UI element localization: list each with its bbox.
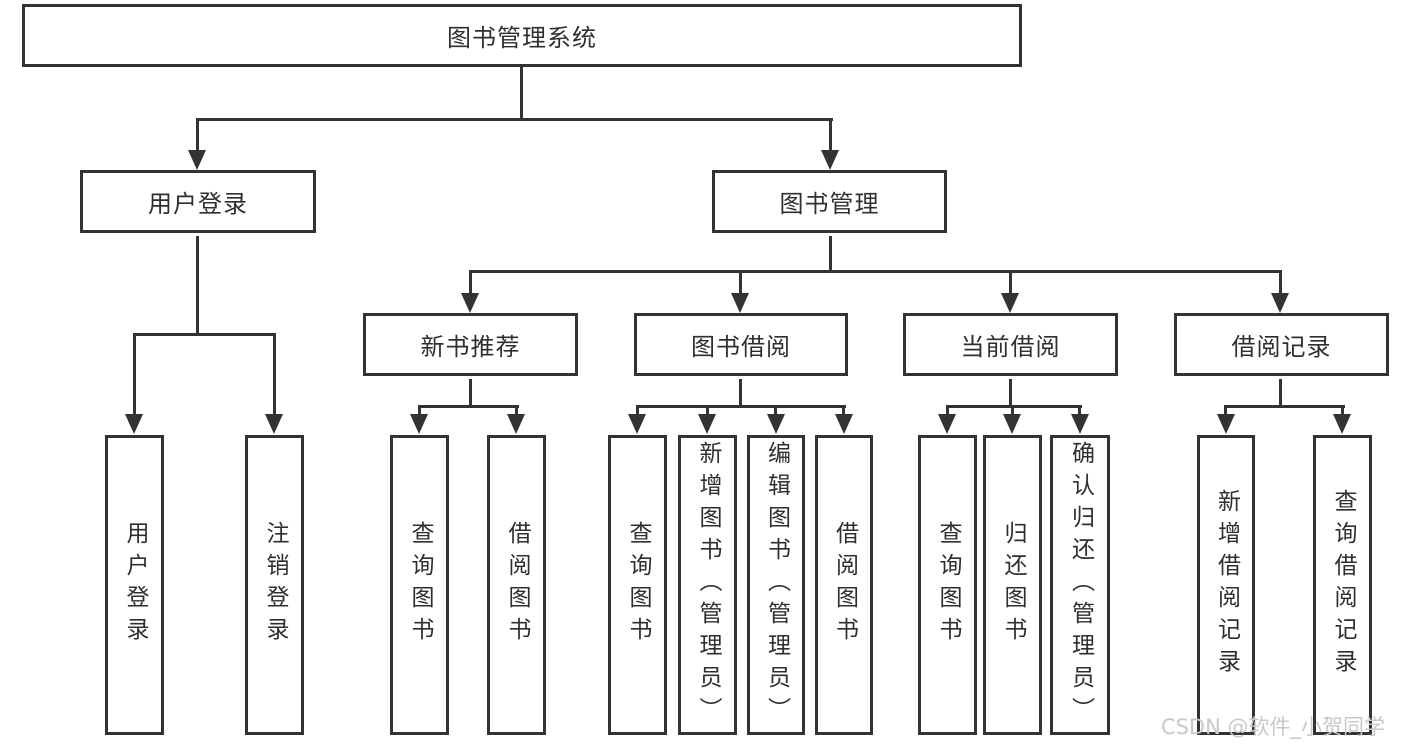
csdn-watermark: CSDN @软件_小贺同学 — [1160, 715, 1385, 739]
connector-line — [1078, 405, 1081, 416]
node-borrowing-records: 借阅记录 — [1174, 313, 1389, 376]
arrow-down-icon — [731, 293, 749, 313]
connector-line — [1009, 270, 1012, 295]
connector-line — [469, 379, 472, 408]
arrow-down-icon — [1333, 414, 1351, 434]
connector-line — [829, 236, 832, 273]
connector-line — [1224, 405, 1227, 416]
connector-line — [133, 333, 276, 336]
connector-line — [774, 405, 777, 416]
node-bb-borrow-books: 借阅图书 — [815, 435, 873, 735]
node-book-borrowing: 图书借阅 — [634, 313, 848, 376]
arrow-down-icon — [1271, 293, 1289, 313]
connector-line — [1011, 405, 1014, 416]
connector-line — [469, 270, 472, 295]
arrow-down-icon — [1217, 414, 1235, 434]
arrow-down-icon — [1001, 293, 1019, 313]
node-br-query-record: 查询借阅记录 — [1313, 435, 1372, 735]
node-cb-return-books: 归还图书 — [983, 435, 1042, 735]
connector-line — [739, 270, 742, 295]
arrow-down-icon — [507, 414, 525, 434]
node-book-management: 图书管理 — [712, 170, 947, 233]
connector-line — [1279, 379, 1282, 408]
connector-line — [1279, 270, 1282, 295]
arrow-down-icon — [767, 414, 785, 434]
connector-line — [469, 270, 1282, 273]
arrow-down-icon — [821, 150, 839, 170]
node-cb-query-books: 查询图书 — [918, 435, 977, 735]
arrow-down-icon — [938, 414, 956, 434]
arrow-down-icon — [461, 293, 479, 313]
connector-line — [842, 405, 845, 416]
connector-line — [706, 405, 709, 416]
connector-line — [946, 405, 1082, 408]
node-cb-confirm-return-admin: 确认归还（管理员） — [1050, 435, 1110, 735]
arrow-down-icon — [265, 414, 283, 434]
arrow-down-icon — [1071, 414, 1089, 434]
connector-line — [515, 405, 518, 416]
connector-line — [196, 236, 199, 336]
node-user-login: 用户登录 — [80, 170, 316, 233]
connector-line — [1009, 379, 1012, 408]
node-logout-action: 注销登录 — [245, 435, 304, 735]
arrow-down-icon — [698, 414, 716, 434]
connector-line — [196, 118, 833, 121]
node-bb-add-books-admin: 新增图书（管理员） — [678, 435, 737, 735]
node-new-book-recommend: 新书推荐 — [363, 313, 578, 376]
connector-line — [418, 405, 421, 416]
node-current-borrowing: 当前借阅 — [903, 313, 1118, 376]
connector-line — [739, 379, 742, 408]
arrow-down-icon — [1003, 414, 1021, 434]
node-library-management-system: 图书管理系统 — [22, 4, 1022, 67]
connector-line — [636, 405, 639, 416]
arrow-down-icon — [410, 414, 428, 434]
node-br-add-record: 新增借阅记录 — [1197, 435, 1255, 735]
connector-line — [273, 333, 276, 415]
node-bb-edit-books-admin: 编辑图书（管理员） — [747, 435, 805, 735]
connector-line — [1341, 405, 1344, 416]
connector-line — [829, 118, 832, 150]
arrow-down-icon — [835, 414, 853, 434]
node-nbr-borrow-books: 借阅图书 — [487, 435, 546, 735]
arrow-down-icon — [125, 414, 143, 434]
node-user-login-action: 用户登录 — [105, 435, 164, 735]
connector-line — [1224, 405, 1345, 408]
connector-line — [636, 405, 846, 408]
connector-line — [133, 333, 136, 415]
node-nbr-query-books: 查询图书 — [390, 435, 449, 735]
connector-line — [196, 118, 199, 150]
arrow-down-icon — [628, 414, 646, 434]
connector-line — [520, 67, 523, 118]
connector-line — [418, 405, 519, 408]
arrow-down-icon — [188, 150, 206, 170]
node-bb-query-books: 查询图书 — [608, 435, 667, 735]
connector-line — [946, 405, 949, 416]
